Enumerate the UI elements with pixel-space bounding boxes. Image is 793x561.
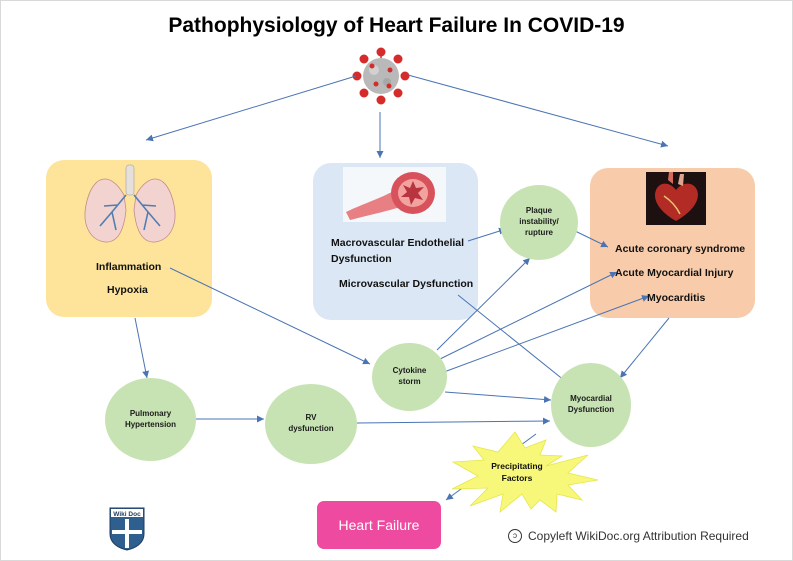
blood-vessel-icon — [343, 167, 446, 222]
node-plaque-label: Plaque instability/ rupture — [519, 206, 559, 237]
wikidoc-shield-logo — [109, 507, 145, 551]
arrow-microvascular-myocardial — [457, 294, 571, 386]
copyleft-notice: ↄ Copyleft WikiDoc.org Attribution Requi… — [508, 529, 749, 543]
arrow-cytokine-myocardial — [444, 391, 552, 403]
label-microvascular: Microvascular Dysfunction — [339, 278, 474, 290]
node-rv: RV dysfunction — [265, 384, 357, 464]
arrow-endothelial-plaque — [467, 227, 507, 242]
node-myocardial-label: Myocardial Dysfunction — [567, 394, 615, 414]
arrow-heart-myocardial — [619, 317, 670, 379]
heart-failure-box: Heart Failure — [317, 501, 441, 549]
node-pulmonary-label: Pulmonary Hypertension — [124, 408, 177, 429]
arrow-cytokine-heart-2 — [443, 295, 650, 373]
node-cytokine: Cytokine storm — [372, 343, 447, 411]
arrow-rv-myocardial — [356, 417, 551, 425]
arrow-cytokine-plaque — [436, 257, 531, 351]
node-myocardial: Myocardial Dysfunction — [551, 363, 631, 447]
wikidoc-logo-text: Wiki Doc — [113, 511, 141, 518]
arrow-lungs-pulmonary — [134, 317, 150, 379]
node-pulmonary: Pulmonary Hypertension — [105, 378, 196, 461]
arrow-virus-lungs — [145, 75, 357, 142]
arrow-virus-heart — [407, 74, 669, 148]
arrow-inflammation-cytokine — [169, 267, 371, 365]
node-cytokine-label: Cytokine storm — [392, 366, 427, 386]
heart-icon — [646, 172, 706, 225]
label-acs: Acute coronary syndrome — [615, 243, 746, 255]
coronavirus-icon — [352, 47, 410, 105]
label-myocarditis: Myocarditis — [647, 292, 706, 304]
precipitating-factors-label: Precipitating Factors — [491, 461, 543, 483]
node-rv-label: RV dysfunction — [288, 413, 334, 433]
label-inflammation: Inflammation — [96, 261, 162, 273]
diagram-title: Pathophysiology of Heart Failure In COVI… — [168, 14, 625, 37]
precipitating-factors-shape — [451, 431, 599, 513]
label-myocardial-injury: Acute Myocardial Injury — [615, 267, 734, 279]
copyleft-icon: ↄ — [508, 529, 522, 543]
node-plaque: Plaque instability/ rupture — [500, 185, 578, 260]
arrow-plaque-heart — [570, 228, 609, 248]
copyleft-text: Copyleft WikiDoc.org Attribution Require… — [528, 529, 749, 543]
heart-failure-label: Heart Failure — [338, 517, 420, 533]
label-macrovascular: Macrovascular Endothelial Dysfunction — [331, 237, 465, 265]
label-hypoxia: Hypoxia — [107, 284, 148, 296]
arrow-cytokine-heart-1 — [437, 271, 618, 361]
lungs-icon — [84, 164, 176, 243]
